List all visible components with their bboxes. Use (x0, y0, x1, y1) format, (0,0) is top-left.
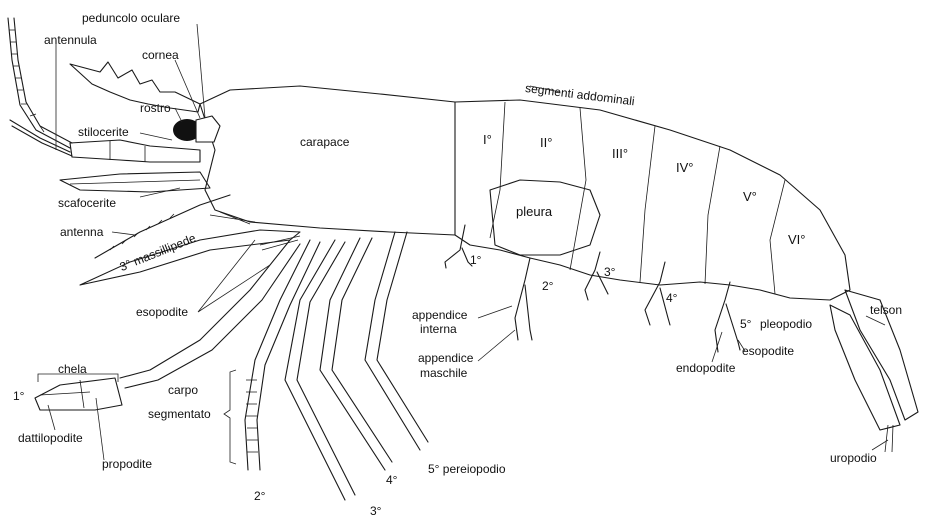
label-segmentato: segmentato (148, 408, 211, 421)
label-rostro: rostro (140, 102, 171, 115)
label-appendice-interna-1: appendice (412, 309, 467, 322)
label-pleopod-1: 1° (470, 254, 481, 267)
label-segment-II: II° (540, 136, 552, 149)
label-antenna: antenna (60, 226, 103, 239)
label-carapace: carapace (300, 136, 349, 149)
label-pleopodio: pleopodio (760, 318, 812, 331)
label-segment-VI: VI° (788, 233, 805, 246)
label-pleopod-5: 5° (740, 318, 751, 331)
pereiopod-5 (365, 232, 428, 450)
label-esopodite-rear: esopodite (742, 345, 794, 358)
label-dattilopodite: dattilopodite (18, 432, 83, 445)
label-peduncolo-oculare: peduncolo oculare (82, 12, 180, 25)
pereiopod-4 (320, 238, 392, 470)
pereiopod-2 (245, 240, 320, 470)
abdomen (455, 100, 850, 300)
label-leg-4: 4° (386, 474, 397, 487)
label-antennula: antennula (44, 34, 97, 47)
label-segment-I: I° (483, 133, 492, 146)
antennular-peduncle (70, 140, 200, 162)
label-pleopod-4: 4° (666, 292, 677, 305)
label-appendice-maschile-1: appendice (418, 352, 473, 365)
pleopod-1 (445, 225, 472, 268)
rostrum (70, 62, 200, 112)
label-first-chela: 1° (13, 390, 24, 403)
label-carpo: carpo (168, 384, 198, 397)
label-leg-3: 3° (370, 505, 381, 518)
label-scafocerite: scafocerite (58, 197, 116, 210)
pleopod-2 (515, 258, 532, 340)
label-pleopod-2: 2° (542, 280, 553, 293)
label-pereiopodio-5: 5° pereiopodio (428, 463, 506, 476)
label-leg-2: 2° (254, 490, 265, 503)
label-stilocerite: stilocerite (78, 126, 129, 139)
label-pleopod-3: 3° (604, 266, 615, 279)
label-pleura: pleura (516, 205, 552, 218)
label-esopodite-front: esopodite (136, 306, 188, 319)
label-chela: chela (58, 363, 87, 376)
eye-stalk (196, 116, 220, 142)
carapace (200, 86, 455, 235)
label-cornea: cornea (142, 49, 179, 62)
label-propodite: propodite (102, 458, 152, 471)
label-appendice-interna-2: interna (420, 323, 457, 336)
label-appendice-maschile-2: maschile (420, 367, 467, 380)
label-segment-V: V° (743, 190, 757, 203)
label-segment-III: III° (612, 147, 628, 160)
label-segment-IV: IV° (676, 161, 693, 174)
label-uropodio: uropodio (830, 452, 877, 465)
label-telson: telson (870, 304, 902, 317)
label-endopodite: endopodite (676, 362, 735, 375)
